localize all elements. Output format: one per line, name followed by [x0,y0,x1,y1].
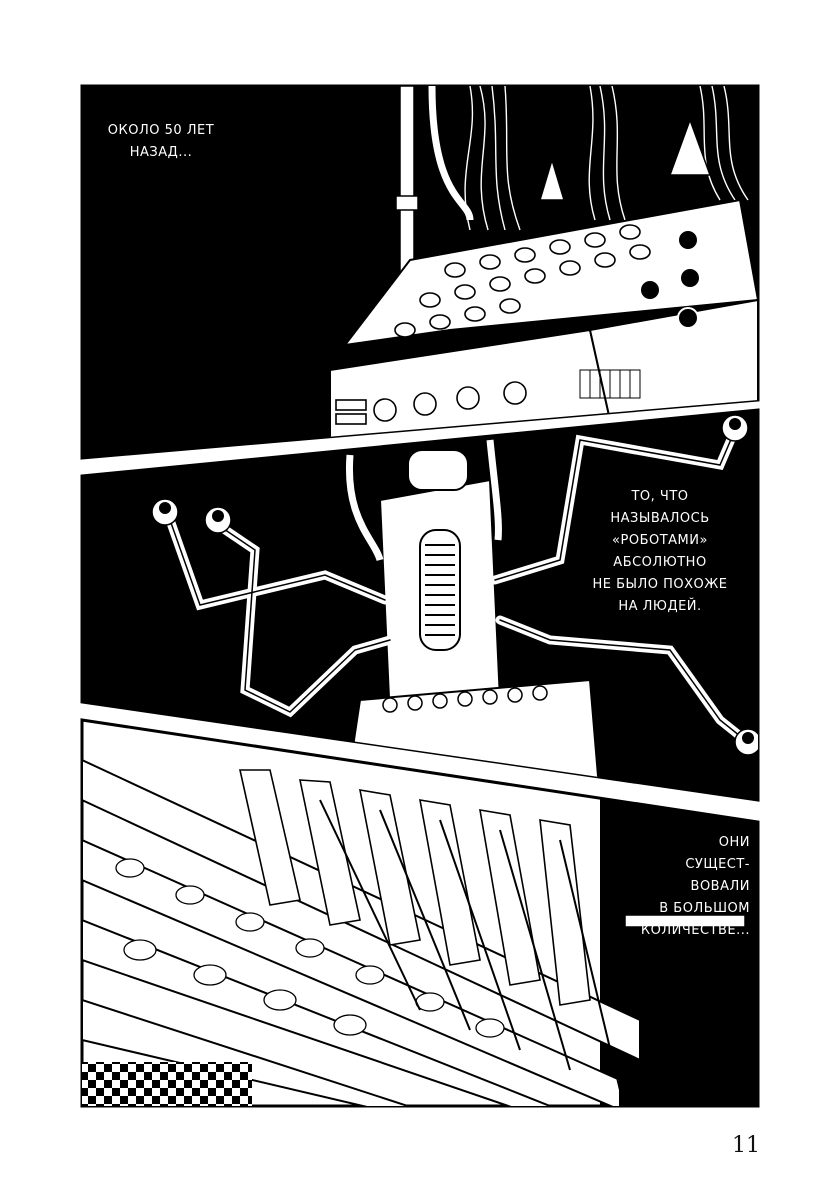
caption-panel-3: ОНИ СУЩЕСТ- ВОВАЛИ В БОЛЬШОМ КОЛИЧЕСТВЕ.… [640,835,750,938]
machine-art-3 [82,758,758,1106]
page-number: 11 [732,1133,760,1158]
machine-art-1 [329,86,758,442]
panel-3 [80,718,760,1108]
caption-panel-2: ТО, ЧТО НАЗЫВАЛОСЬ «РОБОТАМИ» АБСОЛЮТНО … [592,489,728,614]
panel-1 [80,84,760,460]
caption-panel-1: ОКОЛО 50 ЛЕТ НАЗАД... [107,123,215,160]
